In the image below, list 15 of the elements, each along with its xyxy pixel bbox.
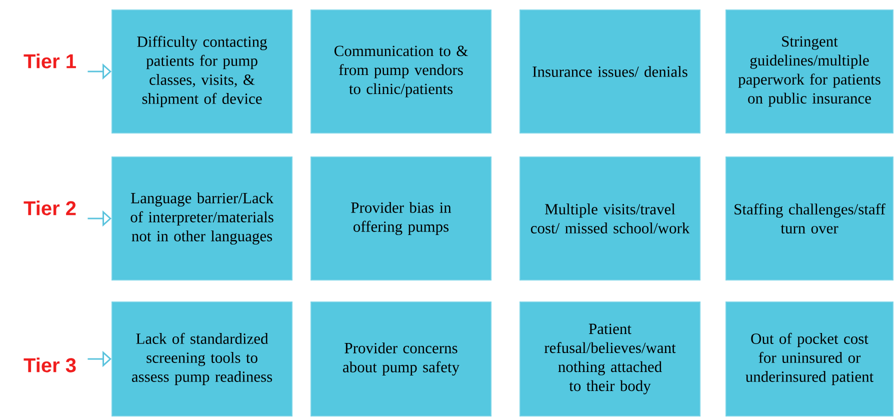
- text-box: Multiple visits/travel cost/ missed school/work: [520, 156, 700, 280]
- text-box: Communication to & from pump vendors to clinic/patients: [310, 10, 492, 134]
- tier-label: Tier 3: [24, 358, 76, 372]
- text-box: Difficulty contacting patients for pump classes, visits, & shipment of device: [112, 10, 292, 134]
- text-box: Stringent guidelines/multiple paperwork for patients on public insurance: [726, 10, 894, 134]
- text-box: Patient refusal/believes/want nothing attached to their body: [520, 302, 700, 416]
- text-box: Insurance issues/ denials: [520, 10, 700, 134]
- tier-label: Tier 2: [24, 200, 76, 216]
- text-box: Out of pocket cost for uninsured or underinsured patient: [726, 302, 894, 416]
- text-box: Staffing challenges/staff turn over: [726, 156, 894, 280]
- text-box: Provider concerns about pump safety: [310, 302, 492, 416]
- tier-label: Tier 1: [24, 54, 76, 68]
- text-box: Language barrier/Lack of interpreter/materials not in other languages: [112, 156, 292, 280]
- text-box: Lack of standardized screening tools to assess pump readiness: [112, 302, 292, 416]
- text-box: Provider bias in offering pumps: [310, 156, 492, 280]
